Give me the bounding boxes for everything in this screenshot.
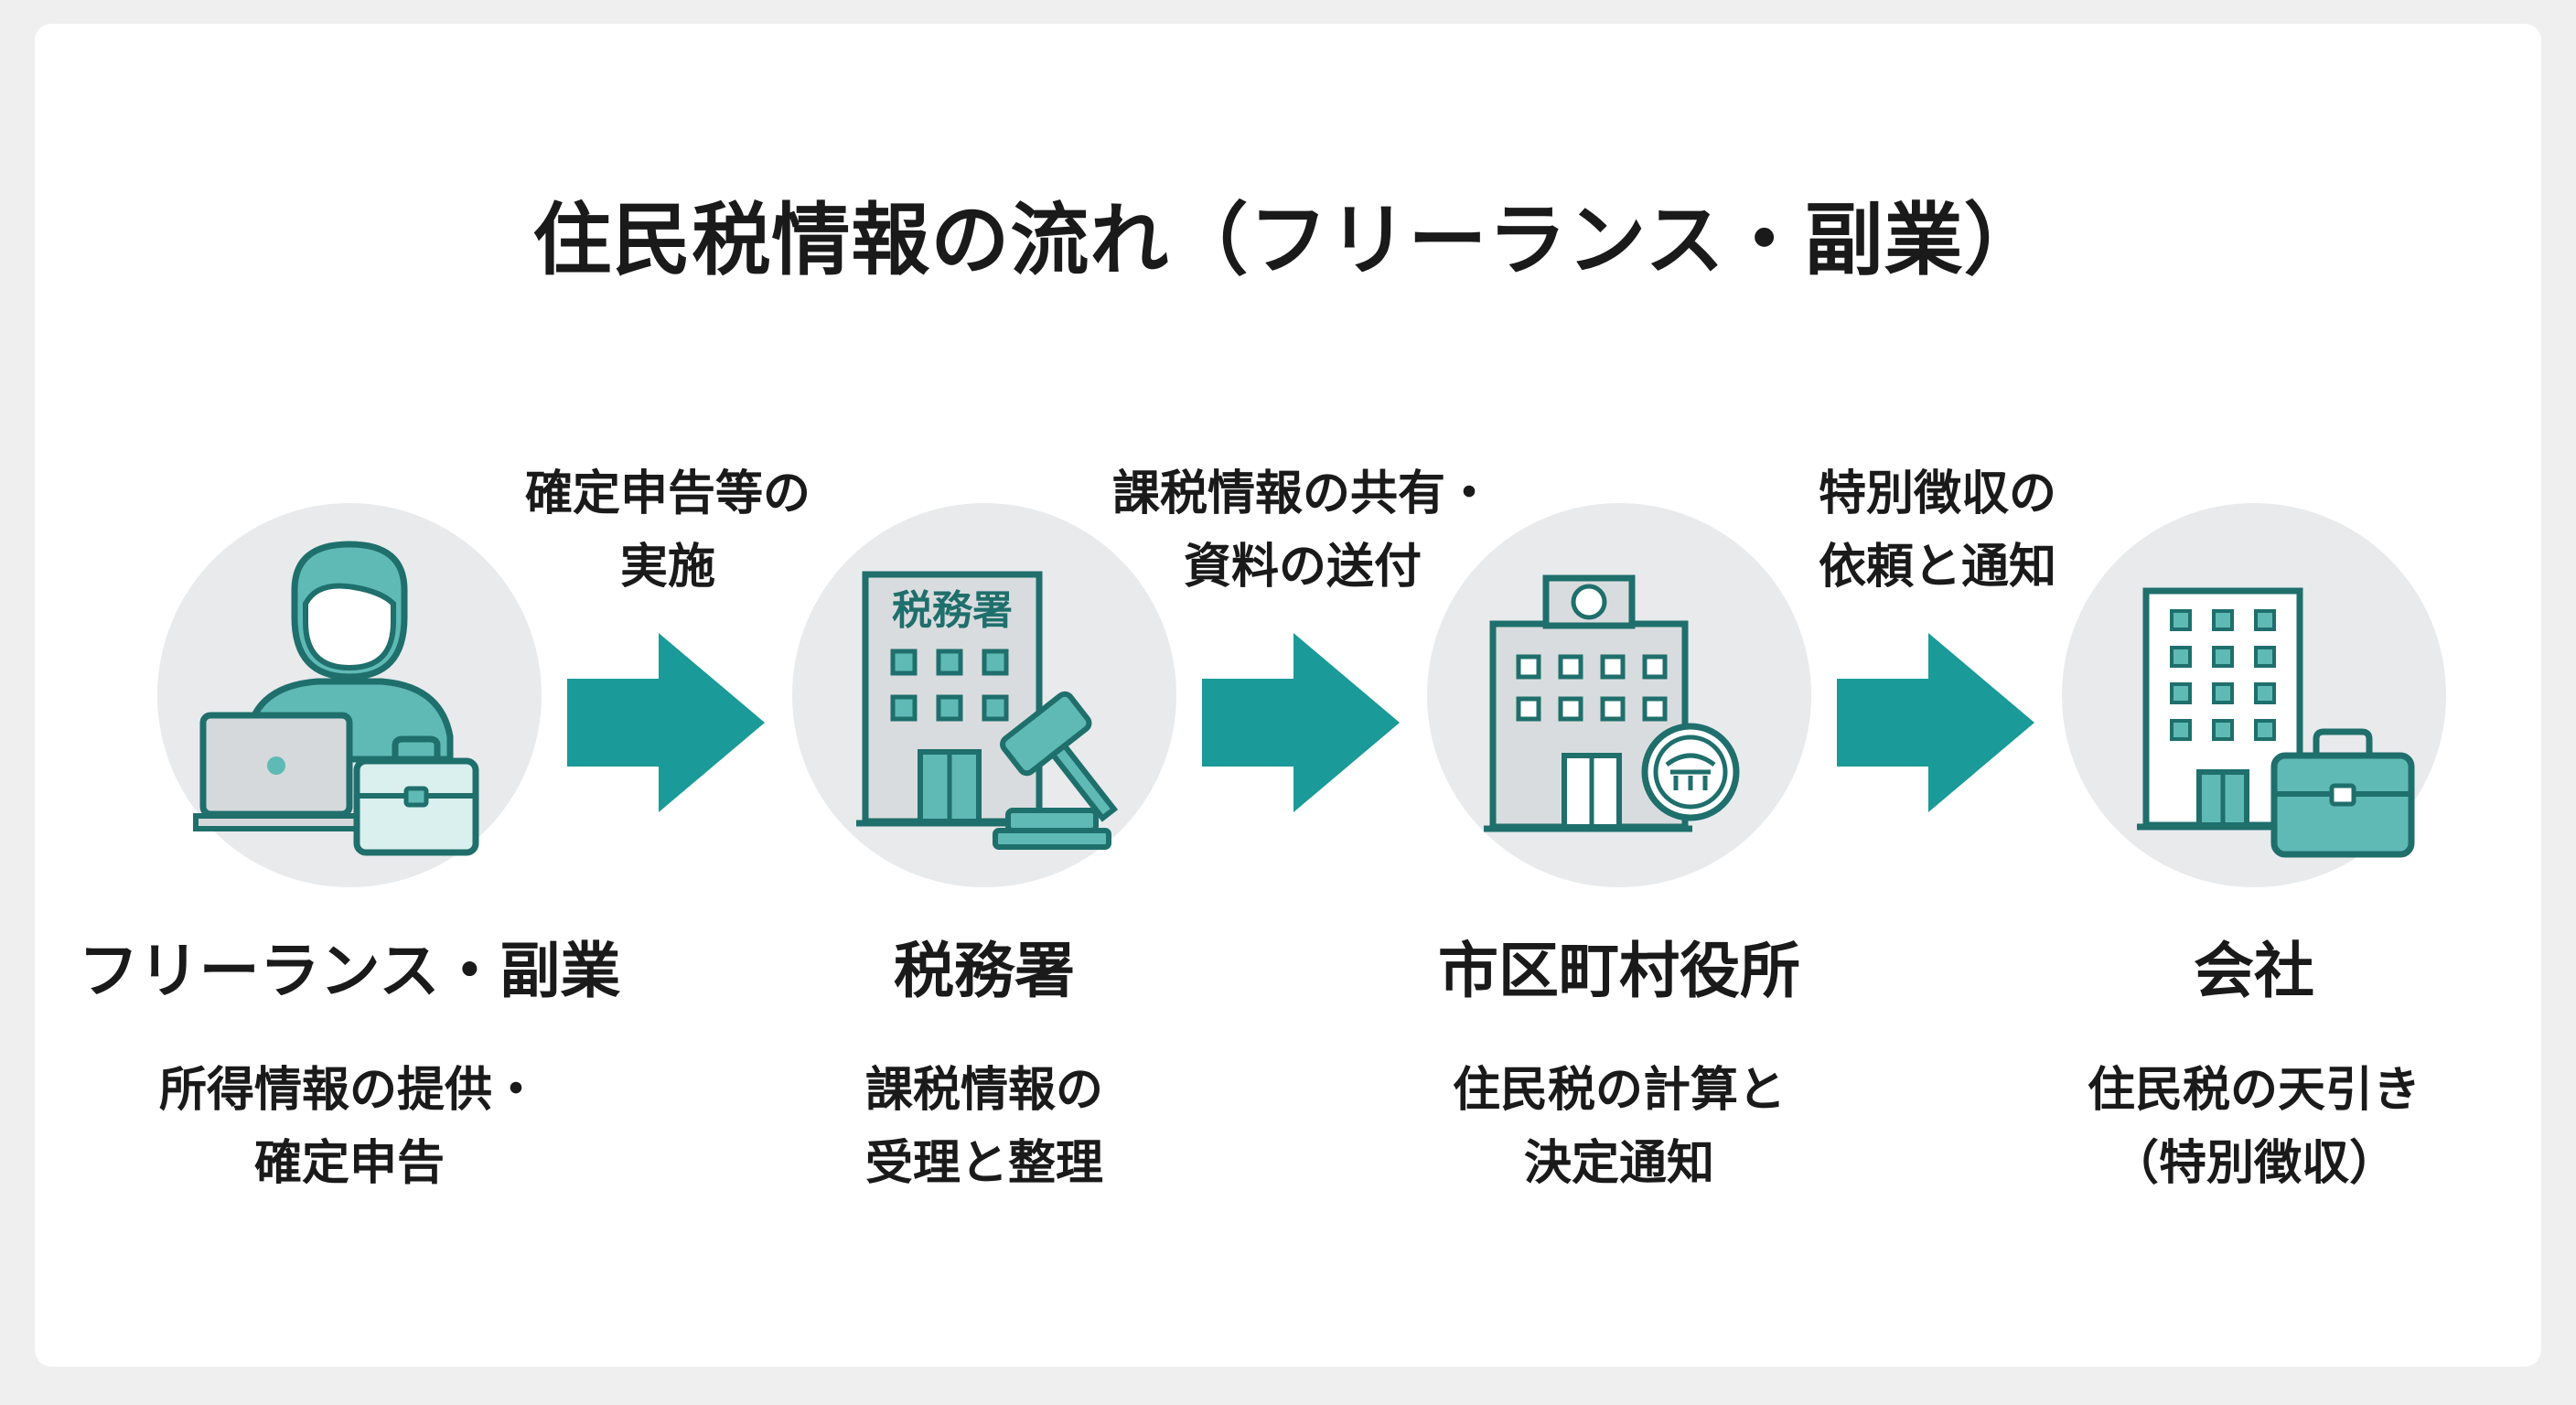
node-desc-tax-office: 課税情報の 受理と整理 [692, 1054, 1277, 1200]
edge-label-line: 確定申告等の [524, 467, 810, 521]
page-title: 住民税情報の流れ（フリーランス・副業） [532, 195, 2044, 286]
node-label-freelancer: フリーランス・副業 [78, 936, 621, 1006]
tax-office-sign: 税務署 [892, 587, 1013, 634]
node-city-hall [1427, 503, 1811, 887]
node-desc-freelancer: 所得情報の提供・ 確定申告 [57, 1054, 642, 1200]
desc-line: （特別徴収） [2110, 1136, 2397, 1191]
edge-label-line: 依頼と通知 [1818, 540, 2056, 595]
edge-label-line: 実施 [619, 540, 715, 595]
desc-line: 所得情報の提供・ [158, 1063, 540, 1118]
desc-line: 課税情報の [864, 1063, 1103, 1118]
tax-office-building-gavel-icon: 税務署 [856, 571, 1119, 850]
edge-label-line: 課税情報の共有・ [1111, 467, 1493, 521]
node-label-city-hall: 市区町村役所 [1438, 936, 1800, 1006]
arrow-right-icon [567, 633, 765, 812]
desc-line: 決定通知 [1523, 1136, 1714, 1191]
edge-label-3: 特別徴収の 依頼と通知 [1700, 457, 2175, 604]
city-hall-building-seal-icon [1484, 574, 1740, 832]
node-tax-office: 税務署 [792, 503, 1176, 887]
node-company [2062, 503, 2446, 887]
desc-line: 住民税の計算と [1452, 1063, 1786, 1118]
desc-line: 住民税の天引き [2087, 1063, 2420, 1118]
desc-line: 確定申告 [253, 1136, 445, 1191]
freelancer-laptop-briefcase-icon [193, 541, 479, 856]
company-building-briefcase-icon [2137, 587, 2415, 858]
node-freelancer [157, 503, 542, 887]
edge-label-line: 特別徴収の [1818, 467, 2056, 521]
edge-label-1: 確定申告等の 実施 [430, 457, 906, 604]
node-label-tax-office: 税務署 [894, 936, 1075, 1006]
edge-label-line: 資料の送付 [1183, 540, 1422, 595]
desc-line: 受理と整理 [864, 1136, 1103, 1191]
arrow-right-icon [1837, 633, 2034, 812]
edge-label-2: 課税情報の共有・ 資料の送付 [1065, 457, 1540, 604]
node-desc-company: 住民税の天引き （特別徴収） [1961, 1054, 2547, 1200]
node-desc-city-hall: 住民税の計算と 決定通知 [1326, 1054, 1912, 1200]
arrow-right-icon [1202, 633, 1400, 812]
node-label-company: 会社 [2194, 936, 2314, 1006]
